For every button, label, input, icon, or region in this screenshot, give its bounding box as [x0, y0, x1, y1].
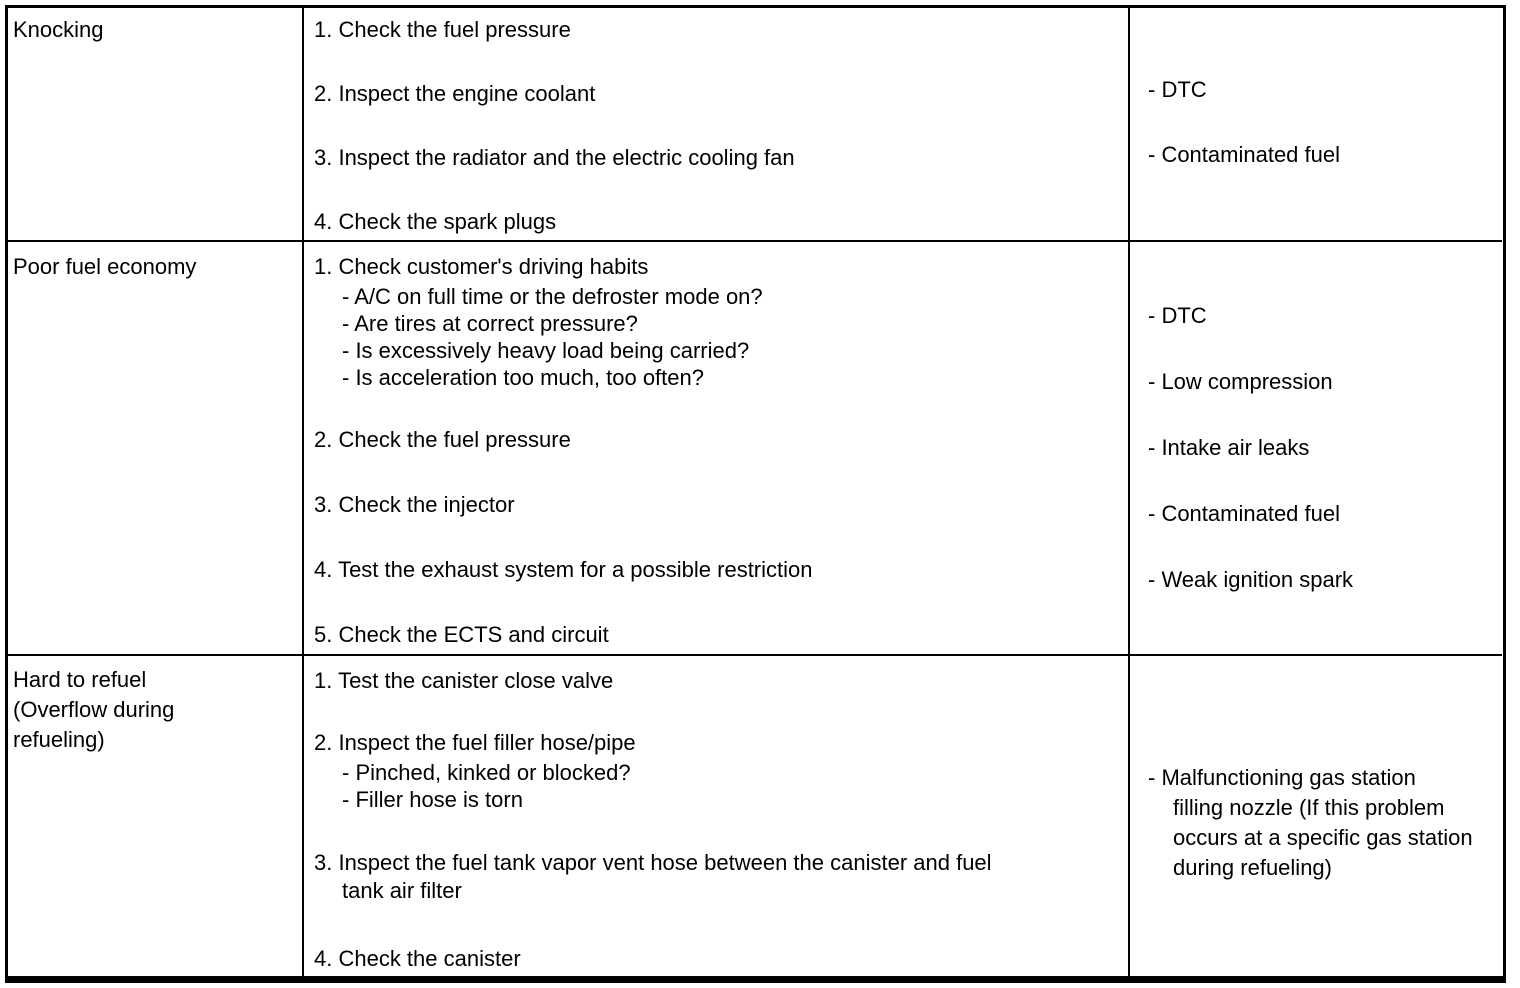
procedure-step: 3. Inspect the radiator and the electric… [314, 145, 795, 170]
sub-check: - Is excessively heavy load being carrie… [342, 338, 750, 363]
symptom-cell: Hard to refuel (Overflow during refuelin… [8, 656, 304, 976]
procedure-step: 3. Inspect the fuel tank vapor vent hose… [314, 850, 992, 903]
procedure-step: 1. Check customer's driving habits - A/C… [314, 251, 1124, 391]
procedure-step: 2. Check the fuel pressure [314, 427, 571, 452]
sub-check: - Is acceleration too much, too often? [342, 365, 704, 390]
procedure-step: 1. Check the fuel pressure [314, 17, 571, 42]
procedure-cell: 1. Check the fuel pressure 2. Inspect th… [304, 8, 1130, 242]
causes-cell: - Malfunctioning gas station filling noz… [1130, 656, 1502, 976]
causes-cell: - DTC - Contaminated fuel [1130, 8, 1502, 242]
procedure-step: 1. Test the canister close valve [314, 668, 614, 693]
symptom-label: Poor fuel economy [13, 254, 197, 279]
possible-cause: - Malfunctioning gas station filling noz… [1148, 765, 1473, 880]
possible-cause: - DTC [1148, 77, 1207, 102]
causes-cell: - DTC - Low compression - Intake air lea… [1130, 242, 1502, 656]
procedure-step: 2. Inspect the fuel filler hose/pipe - P… [314, 727, 1124, 813]
sub-check: - Pinched, kinked or blocked? [342, 760, 631, 785]
procedure-step: 4. Test the exhaust system for a possibl… [314, 557, 813, 582]
possible-cause: - Contaminated fuel [1148, 501, 1340, 526]
procedure-step: 2. Inspect the engine coolant [314, 81, 596, 106]
procedure-step: 4. Check the canister [314, 946, 521, 971]
possible-cause: - Weak ignition spark [1148, 567, 1354, 592]
procedure-cell: 1. Check customer's driving habits - A/C… [304, 242, 1130, 656]
procedure-step: 5. Check the ECTS and circuit [314, 622, 609, 647]
possible-cause: - Intake air leaks [1148, 435, 1310, 460]
symptom-label: Knocking [13, 17, 104, 42]
procedure-cell: 1. Test the canister close valve 2. Insp… [304, 656, 1130, 976]
diagnostic-table: Knocking 1. Check the fuel pressure 2. I… [5, 5, 1506, 983]
symptom-label: Hard to refuel (Overflow during refuelin… [13, 667, 175, 752]
symptom-cell: Knocking [8, 8, 304, 242]
procedure-step: 4. Check the spark plugs [314, 209, 557, 234]
sub-check: - A/C on full time or the defroster mode… [342, 284, 763, 309]
possible-cause: - DTC [1148, 303, 1207, 328]
procedure-step: 3. Check the injector [314, 492, 515, 517]
sub-check: - Are tires at correct pressure? [342, 311, 638, 336]
sub-check: - Filler hose is torn [342, 787, 523, 812]
possible-cause: - Contaminated fuel [1148, 142, 1340, 167]
symptom-cell: Poor fuel economy [8, 242, 304, 656]
possible-cause: - Low compression [1148, 369, 1333, 394]
